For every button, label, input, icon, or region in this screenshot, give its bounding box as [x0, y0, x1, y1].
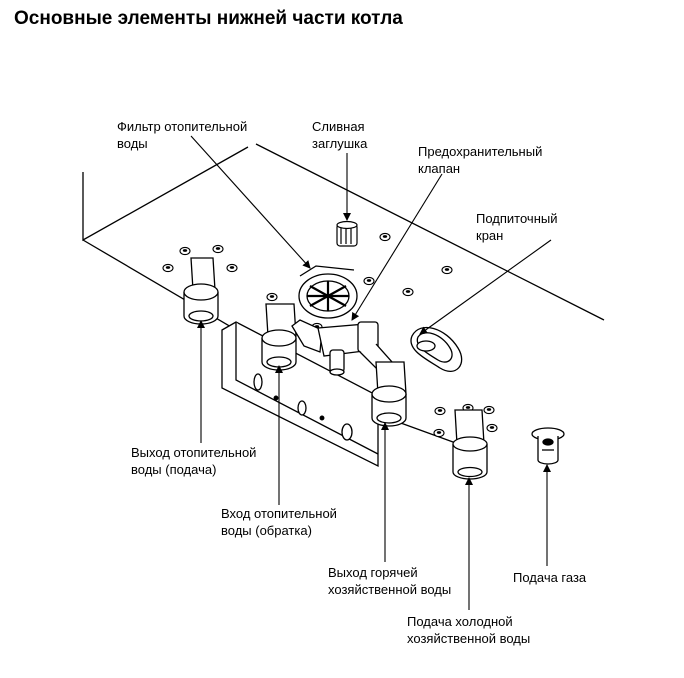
label-heating-outlet: Выход отопительной воды (подача)	[131, 445, 257, 477]
cold-water-inlet-fitting	[452, 409, 488, 480]
label-heating-return: Вход отопительной воды (обратка)	[221, 506, 337, 538]
label-fill-tap: Подпиточный кран	[476, 211, 558, 243]
label-cold-water-inlet: Подача холодной хозяйственной воды	[407, 614, 531, 646]
heating-filter-part	[298, 265, 358, 319]
label-drain-plug: Сливная заглушка	[312, 119, 368, 151]
fill-tap-part	[410, 326, 463, 372]
gas-supply-fitting	[531, 427, 565, 465]
hot-water-outlet-fitting	[371, 361, 407, 427]
label-gas-supply: Подача газа	[513, 570, 587, 585]
leader-lines	[190, 135, 552, 610]
drain-plug-part	[336, 220, 358, 247]
label-heating-filter: Фильтр отопительной воды	[117, 119, 248, 151]
leader-safety-valve	[351, 173, 443, 321]
label-hot-water-outlet: Выход горячей хозяйственной воды	[328, 565, 452, 597]
heating-return-fitting	[261, 303, 297, 371]
label-safety-valve: Предохранительный клапан	[418, 144, 543, 176]
page-title: Основные элементы нижней части котла	[14, 8, 403, 29]
heating-outlet-fitting	[183, 257, 219, 325]
leader-heating-filter	[190, 135, 311, 269]
leader-fill-tap	[419, 239, 552, 335]
